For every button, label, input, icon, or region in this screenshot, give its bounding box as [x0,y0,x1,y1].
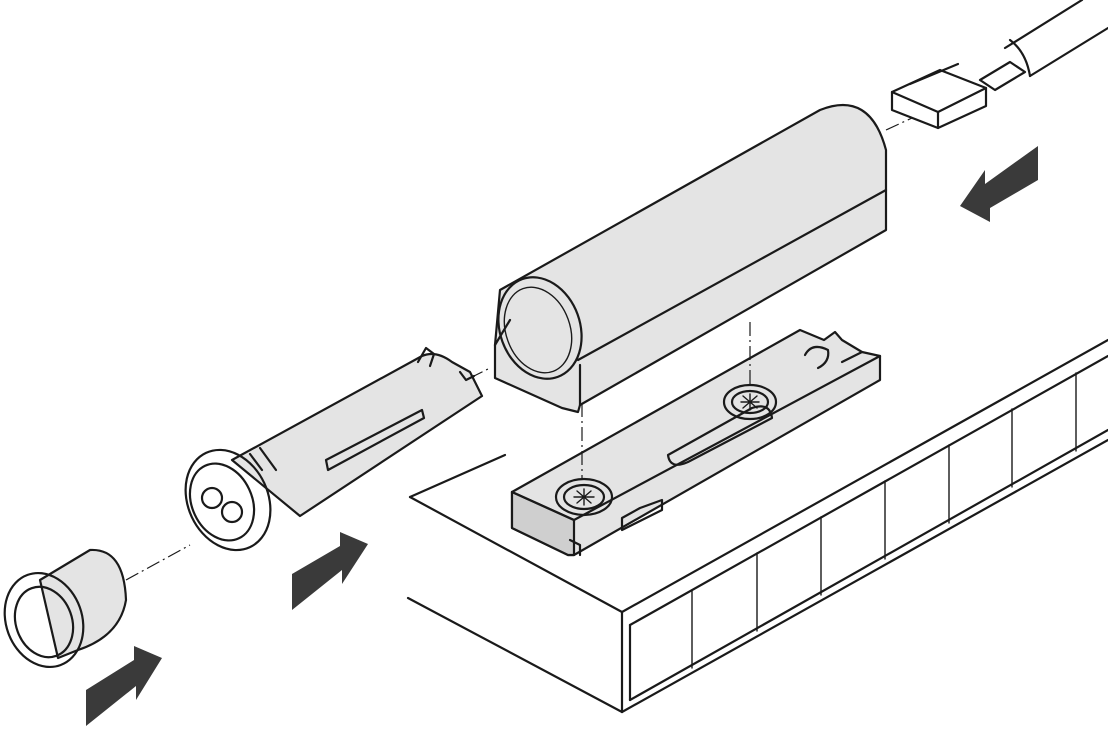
connector-axis-line [885,117,913,131]
arrow-plunger [292,532,368,610]
arrow-connector [960,146,1038,222]
cable-connector [890,0,1108,130]
sleeve-bushing [3,548,128,669]
sleeve-axis-line [125,544,191,581]
mounting-plate [510,328,882,557]
screw-front [554,477,614,517]
cabinet-panel [406,338,1108,714]
plunger-axis-line [469,367,491,379]
screw-back [722,383,778,421]
housing [493,103,888,414]
plunger-insert [184,346,484,552]
arrow-sleeve [86,646,162,726]
